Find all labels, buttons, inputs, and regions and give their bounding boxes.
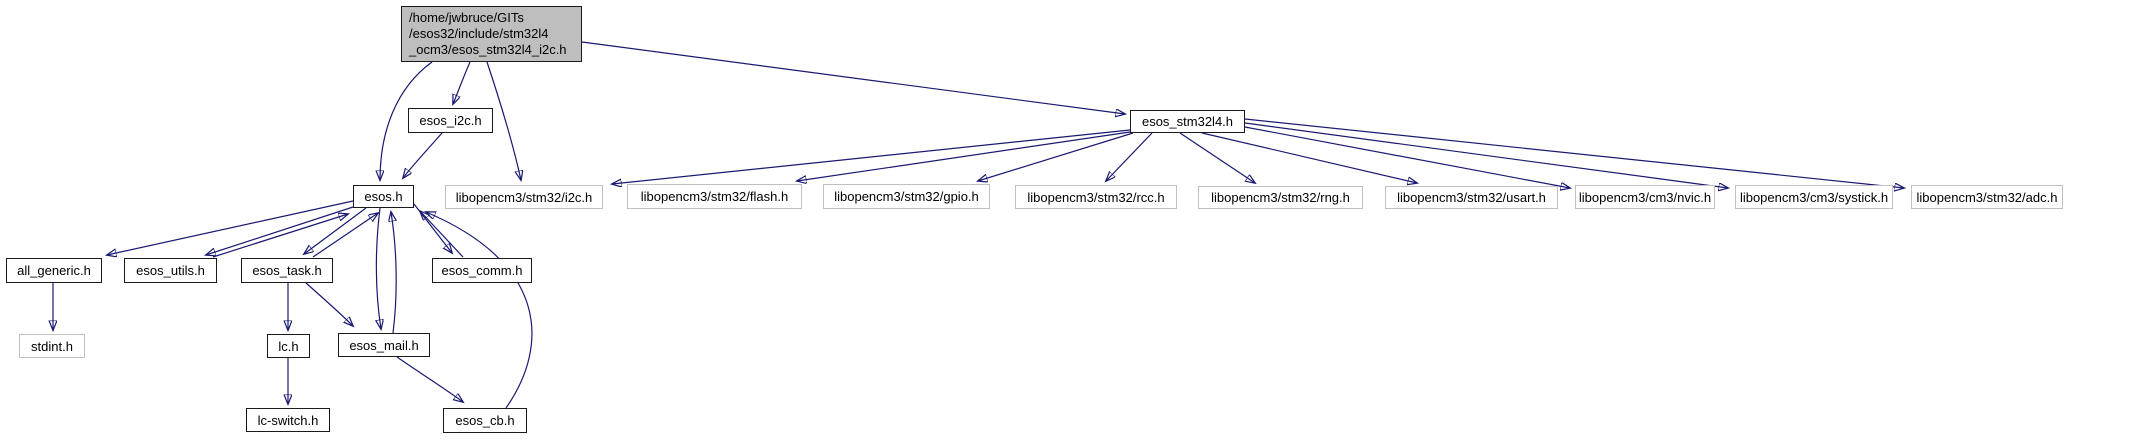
edge-esos_stm32l4-lib_rcc — [1106, 132, 1153, 181]
node-esos-comm-h[interactable]: esos_comm.h — [432, 258, 532, 283]
node-label: libopencm3/stm32/usart.h — [1397, 190, 1546, 205]
node-label: esos_utils.h — [136, 263, 205, 278]
edge-esos_stm32l4-lib_adc — [1244, 118, 1904, 188]
node-label: stdint.h — [31, 338, 73, 354]
node-label: libopencm3/stm32/flash.h — [640, 189, 789, 204]
edge-esos_task-esos — [312, 213, 378, 258]
node-label: esos.h — [364, 189, 403, 204]
node-esos-utils-h[interactable]: esos_utils.h — [124, 258, 217, 283]
node-libopencm3-stm32-usart-h: libopencm3/stm32/usart.h — [1385, 186, 1558, 209]
node-label: libopencm3/stm32/gpio.h — [834, 189, 979, 204]
node-stdint-h: stdint.h — [19, 334, 85, 358]
node-label: esos_cb.h — [455, 413, 515, 428]
node-all-generic-h[interactable]: all_generic.h — [6, 258, 102, 283]
node-libopencm3-stm32-i2c-h: libopencm3/stm32/i2c.h — [445, 185, 603, 209]
node-label: libopencm3/stm32/i2c.h — [455, 189, 593, 205]
node-libopencm3-cm3-nvic-h: libopencm3/cm3/nvic.h — [1575, 185, 1715, 209]
node-label: lc.h — [278, 338, 299, 354]
node-esos-cb-h[interactable]: esos_cb.h — [443, 408, 527, 433]
edge-root-lib_i2c — [486, 61, 521, 180]
node-label: libopencm3/cm3/nvic.h — [1578, 189, 1712, 205]
node-label: libopencm3/stm32/rng.h — [1211, 190, 1350, 205]
edge-esos-all_generic — [107, 200, 354, 255]
edge-esos_stm32l4-lib_rng — [1179, 132, 1255, 183]
node-label: esos_comm.h — [441, 263, 523, 278]
edge-esos_stm32l4-lib_nvic — [1244, 126, 1570, 188]
node-root-file: /home/jwbruce/GITs /esos32/include/stm32… — [401, 6, 582, 62]
node-label: all_generic.h — [17, 263, 91, 278]
node-label: esos_mail.h — [349, 337, 419, 353]
node-lc-h[interactable]: lc.h — [267, 334, 310, 358]
edge-esos_mail-esos — [391, 212, 396, 334]
node-label: esos_stm32l4.h — [1141, 114, 1234, 129]
edge-root-esos — [380, 61, 433, 180]
node-libopencm3-stm32-flash-h: libopencm3/stm32/flash.h — [627, 184, 802, 209]
node-libopencm3-stm32-adc-h: libopencm3/stm32/adc.h — [1911, 185, 2063, 209]
edge-esos_i2c-esos — [403, 132, 443, 178]
edge-esos_task-esos_mail — [305, 282, 353, 326]
edge-esos_stm32l4-lib_systick — [1244, 122, 1728, 188]
edge-esos-esos_mail — [376, 207, 381, 329]
node-label: libopencm3/cm3/systick.h — [1739, 189, 1889, 205]
edge-esos_comm-esos — [420, 211, 464, 258]
edge-root-esos_stm32l4 — [581, 41, 1125, 114]
node-libopencm3-stm32-rng-h: libopencm3/stm32/rng.h — [1198, 186, 1363, 209]
node-lc-switch-h[interactable]: lc-switch.h — [246, 408, 330, 432]
edge-esos_stm32l4-lib_flash — [797, 131, 1131, 181]
node-libopencm3-stm32-gpio-h: libopencm3/stm32/gpio.h — [823, 184, 990, 209]
edge-esos_stm32l4-lib_usart — [1201, 132, 1417, 183]
node-label: libopencm3/stm32/rcc.h — [1027, 189, 1165, 205]
edge-esos_stm32l4-lib_gpio — [978, 132, 1134, 181]
node-label: esos_i2c.h — [419, 113, 482, 128]
node-esos-stm32l4-h[interactable]: esos_stm32l4.h — [1130, 110, 1245, 133]
node-label: lc-switch.h — [257, 412, 319, 428]
edge-root-esos_i2c — [453, 61, 471, 104]
node-esos-mail-h[interactable]: esos_mail.h — [338, 333, 430, 357]
node-label: libopencm3/stm32/adc.h — [1916, 189, 2058, 205]
edge-esos_stm32l4-lib_i2c — [612, 129, 1131, 184]
edge-esos-esos_task — [304, 207, 367, 254]
node-label: esos_task.h — [252, 263, 322, 278]
node-libopencm3-cm3-systick-h: libopencm3/cm3/systick.h — [1735, 185, 1893, 209]
edge-esos_mail-esos_cb — [396, 356, 463, 402]
edge-esos-esos_utils — [206, 206, 354, 255]
edge-esos_cb-esos — [426, 212, 533, 409]
node-esos-i2c-h[interactable]: esos_i2c.h — [408, 108, 493, 133]
node-esos-h[interactable]: esos.h — [353, 185, 414, 208]
node-esos-task-h[interactable]: esos_task.h — [241, 258, 333, 283]
node-libopencm3-stm32-rcc-h: libopencm3/stm32/rcc.h — [1015, 185, 1177, 209]
node-label: /home/jwbruce/GITs /esos32/include/stm32… — [409, 10, 567, 57]
edge-esos_utils-esos — [212, 214, 348, 258]
